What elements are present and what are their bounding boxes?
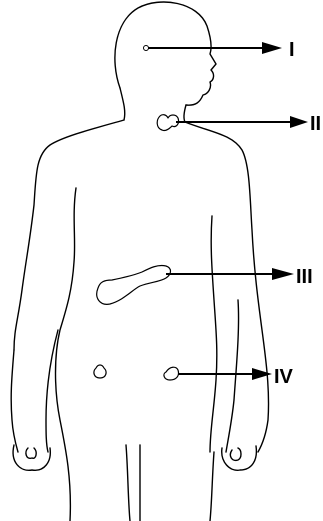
pancreas — [97, 265, 171, 304]
right-adrenal-gland — [164, 367, 179, 380]
left-hand — [13, 445, 50, 470]
left-shoulder-arm — [14, 120, 124, 350]
neck-right — [184, 105, 186, 122]
label-IV: IV — [274, 366, 294, 388]
right-inner-arm — [226, 300, 239, 452]
inner-leg-left — [126, 445, 130, 521]
thyroid-gland — [157, 115, 178, 131]
arrow-II-head — [290, 116, 308, 128]
right-shoulder-arm — [185, 122, 269, 452]
label-III: III — [296, 266, 313, 288]
pituitary-gland-marker — [144, 46, 149, 51]
arrow-I-head — [262, 42, 282, 54]
label-II: II — [310, 113, 321, 135]
left-torso-line — [56, 188, 77, 521]
label-I: I — [289, 39, 295, 61]
head-outline — [115, 2, 216, 105]
neck-left — [120, 88, 125, 120]
right-leg-line — [210, 452, 214, 521]
right-torso-line — [210, 216, 217, 452]
left-forearm-outer — [11, 350, 18, 452]
left-adrenal-gland — [94, 365, 106, 378]
arrow-IV-head — [252, 368, 272, 380]
arrow-III-head — [272, 268, 294, 280]
